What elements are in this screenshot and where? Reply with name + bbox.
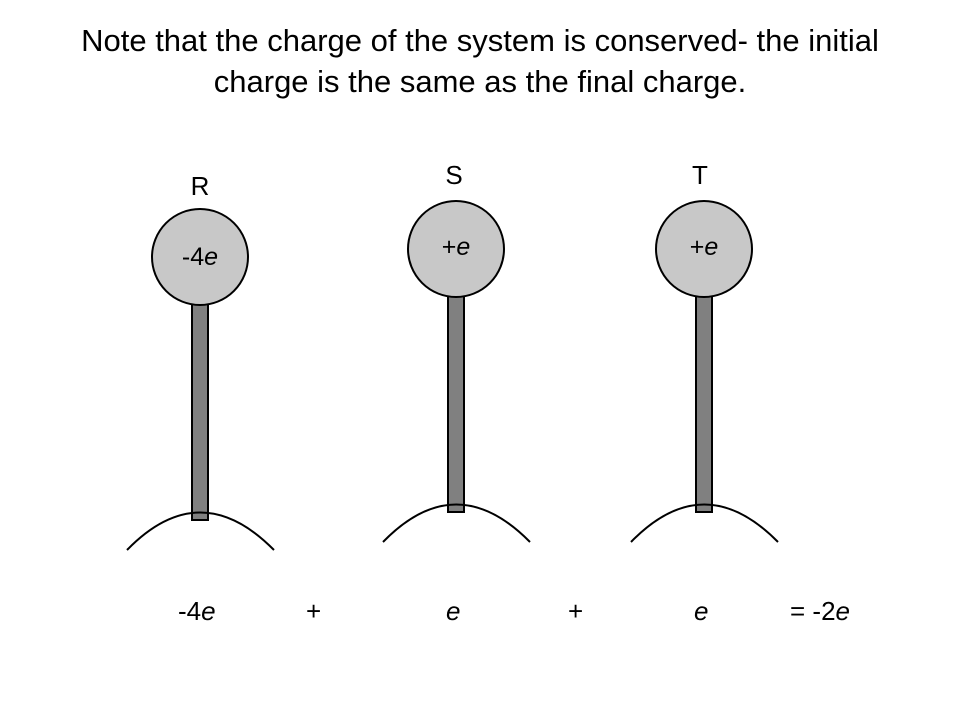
rod-s [447,291,465,513]
charge-s: +e [406,233,506,262]
equation-result-prefix: = -2 [790,596,836,626]
base-arc-t [630,503,779,543]
rod-r [191,299,209,521]
base-arc-r [126,511,275,551]
equation-term-1: -4e [178,596,216,627]
electroscope-s [382,200,531,543]
base-arc-s [382,503,531,543]
label-s: S [445,160,463,190]
equation-result-unit: e [835,596,850,626]
equation-plus-1: + [306,596,322,626]
electroscope-t [630,200,779,543]
charge-s-unit: e [456,233,471,261]
equation-term-3-unit: e [694,596,709,626]
electroscope-r [126,208,275,551]
equation-term-1-unit: e [201,596,216,626]
equation-term-2: e [446,596,460,627]
rod-t [695,291,713,513]
charge-r-unit: e [204,243,219,271]
charge-t-prefix: + [689,233,705,261]
charge-t-unit: e [704,233,719,261]
label-r: R [190,171,210,201]
equation-plus-2: + [568,596,584,626]
charge-s-prefix: + [441,233,457,261]
label-t: T [692,160,708,190]
sphere-r [151,208,249,306]
sphere-s [407,200,505,298]
charge-r: -4e [150,243,250,272]
sphere-t [655,200,753,298]
charge-r-prefix: -4 [181,243,205,271]
equation-term-1-prefix: -4 [178,596,202,626]
slide-title: Note that the charge of the system is co… [81,23,879,99]
equation-result: = -2e [790,596,850,627]
charge-t: +e [654,233,754,262]
equation-term-2-unit: e [446,596,461,626]
equation-term-3: e [694,596,708,627]
